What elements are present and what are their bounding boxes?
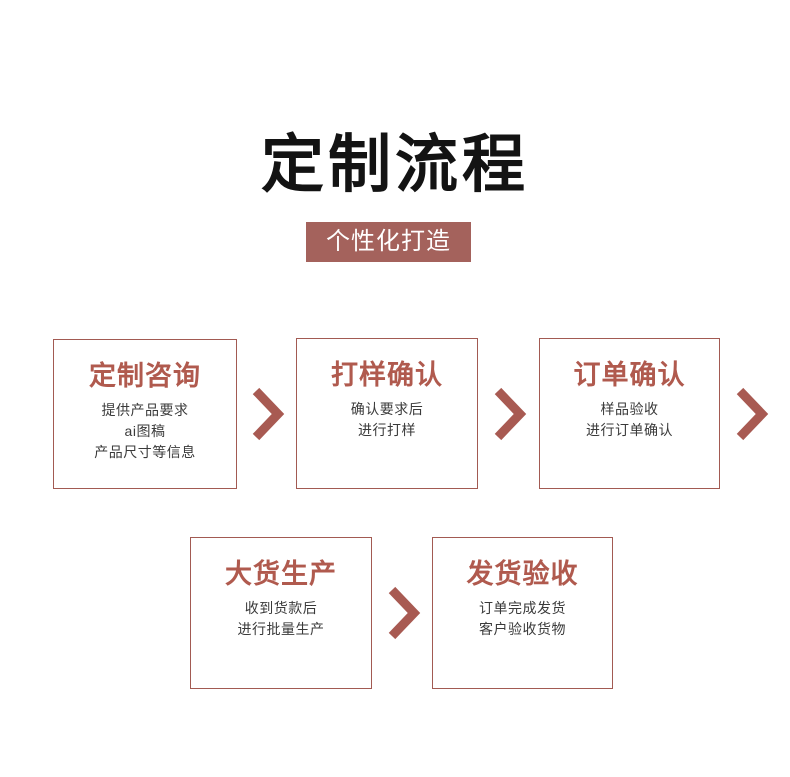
flow-step-1-line-2: ai图稿: [124, 423, 166, 439]
flow-step-4-title: 大货生产: [225, 559, 337, 589]
flow-step-2: 打样确认 确认要求后 进行打样: [296, 338, 478, 489]
flow-step-2-title: 打样确认: [331, 360, 443, 390]
chevron-right-icon: [249, 387, 285, 441]
flow-step-4-line-1: 收到货款后: [244, 600, 318, 616]
flow-step-1-content: 定制咨询 提供产品要求 ai图稿 产品尺寸等信息: [54, 340, 236, 463]
flow-step-1-line-1: 提供产品要求: [101, 402, 189, 418]
flow-step-2-lines: 确认要求后 进行打样: [297, 399, 477, 441]
chevron-right-icon: [733, 387, 769, 441]
flow-step-5-title: 发货验收: [466, 559, 579, 589]
flow-step-3-content: 订单确认 样品验收 进行订单确认: [540, 339, 719, 441]
flow-step-3: 订单确认 样品验收 进行订单确认: [539, 338, 720, 489]
chevron-right-icon: [491, 387, 527, 441]
flow-step-3-line-2: 进行订单确认: [586, 422, 673, 438]
flow-step-1-title: 定制咨询: [89, 361, 201, 391]
subtitle-badge: 个性化打造: [306, 222, 471, 262]
flow-step-3-lines: 样品验收 进行订单确认: [540, 399, 719, 441]
flow-step-5-line-2: 客户验收货物: [479, 621, 566, 637]
flow-step-5-content: 发货验收 订单完成发货 客户验收货物: [433, 538, 612, 640]
flow-step-5-lines: 订单完成发货 客户验收货物: [433, 598, 612, 640]
flow-step-1-line-3: 产品尺寸等信息: [94, 444, 196, 460]
flow-step-4-line-2: 进行批量生产: [237, 621, 325, 637]
flow-step-4-content: 大货生产 收到货款后 进行批量生产: [191, 538, 371, 640]
flow-step-3-title: 订单确认: [573, 360, 686, 390]
flow-step-3-line-1: 样品验收: [600, 401, 659, 417]
flow-step-4: 大货生产 收到货款后 进行批量生产: [190, 537, 372, 689]
flow-step-5-line-1: 订单完成发货: [479, 600, 566, 616]
flow-step-1: 定制咨询 提供产品要求 ai图稿 产品尺寸等信息: [53, 339, 237, 489]
flow-step-2-line-1: 确认要求后: [350, 401, 424, 417]
flow-step-2-line-2: 进行打样: [358, 422, 416, 438]
flow-step-2-content: 打样确认 确认要求后 进行打样: [297, 339, 477, 441]
flow-step-4-lines: 收到货款后 进行批量生产: [191, 598, 371, 640]
flow-step-5: 发货验收 订单完成发货 客户验收货物: [432, 537, 613, 689]
flow-step-1-lines: 提供产品要求 ai图稿 产品尺寸等信息: [54, 400, 236, 463]
page-title: 定制流程: [261, 130, 529, 200]
chevron-right-icon: [385, 586, 421, 640]
